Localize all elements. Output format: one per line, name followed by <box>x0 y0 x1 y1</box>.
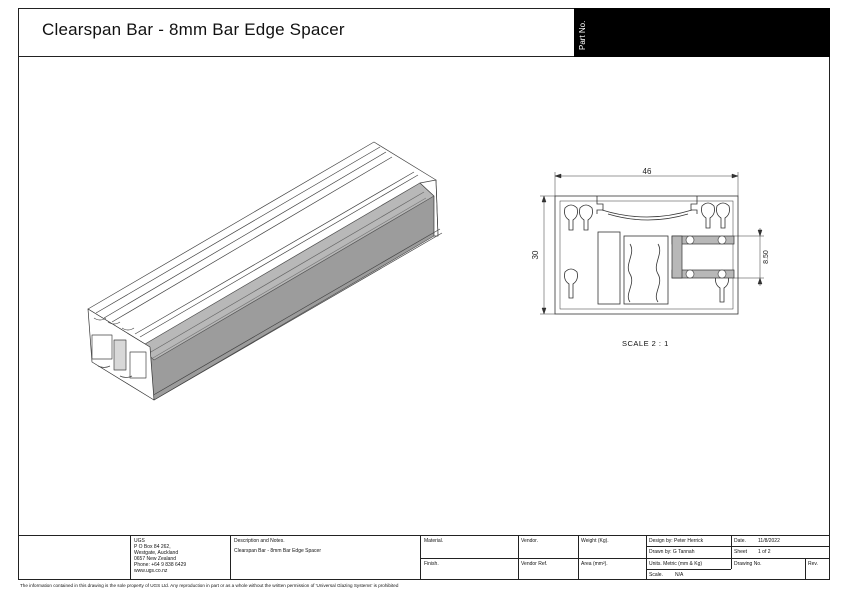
title-block-divider <box>518 535 519 580</box>
scale-value: N/A <box>675 572 684 578</box>
design-by: Design by: Peter Herrick <box>649 538 704 544</box>
company-name: UGS <box>134 538 145 544</box>
date-label: Date. <box>734 538 746 544</box>
drawn-by: Drawn by: G Tannah <box>649 549 695 555</box>
rev-label: Rev. <box>808 561 818 567</box>
width-dimension: 46 <box>643 167 652 176</box>
description-label: Description and Notes. <box>234 538 285 544</box>
height-dimension: 30 <box>531 250 540 259</box>
weight-label: Weight (Kg). <box>581 538 609 544</box>
area-label: Area (mm²). <box>581 561 608 567</box>
company-line: Westgate, Auckland <box>134 550 179 556</box>
footer-note: The information contained in this drawin… <box>20 583 399 588</box>
part-number-box <box>574 8 830 57</box>
title-block-divider <box>578 535 579 580</box>
finish-label: Finish. <box>424 561 439 567</box>
sheet-border <box>18 8 830 580</box>
title-block-row <box>646 546 830 547</box>
title-block-divider <box>420 535 421 580</box>
sheet-value: 1 of 2 <box>758 549 771 555</box>
sheet-label: Sheet <box>734 549 748 555</box>
company-line: www.ugs.co.nz <box>134 568 168 574</box>
title-block-row <box>646 558 830 559</box>
drawing-no-label: Drawing No. <box>734 561 762 567</box>
profile-outline <box>554 195 739 315</box>
title-block-row <box>646 569 731 570</box>
title-block-top <box>18 535 830 536</box>
title-block-divider <box>731 535 732 569</box>
vendor-ref-label: Vendor Ref. <box>521 561 548 567</box>
drawing-title: Clearspan Bar - 8mm Bar Edge Spacer <box>42 20 345 39</box>
date-value: 11/8/2022 <box>758 538 780 544</box>
company-line: 0657 New Zealand <box>134 556 176 562</box>
section-scale-label: SCALE 2 : 1 <box>622 339 669 348</box>
company-line: P O Box 84 262, <box>134 544 171 550</box>
title-box <box>18 8 574 57</box>
inner-dimension: 8.50 <box>763 250 770 264</box>
scale-label: Scale. <box>649 572 663 578</box>
company-line: Phone: +64 9 838 6429 <box>134 562 187 568</box>
title-block-divider <box>130 535 131 580</box>
title-block-divider <box>646 535 647 580</box>
title-block-divider <box>230 535 231 580</box>
title-block-divider <box>805 558 806 580</box>
title-block-row <box>420 558 646 559</box>
vendor-label: Vendor. <box>521 538 538 544</box>
units: Units. Metric (mm & Kg) <box>649 561 703 567</box>
description-value: Clearspan Bar - 8mm Bar Edge Spacer <box>234 548 321 554</box>
material-label: Material. <box>424 538 444 544</box>
